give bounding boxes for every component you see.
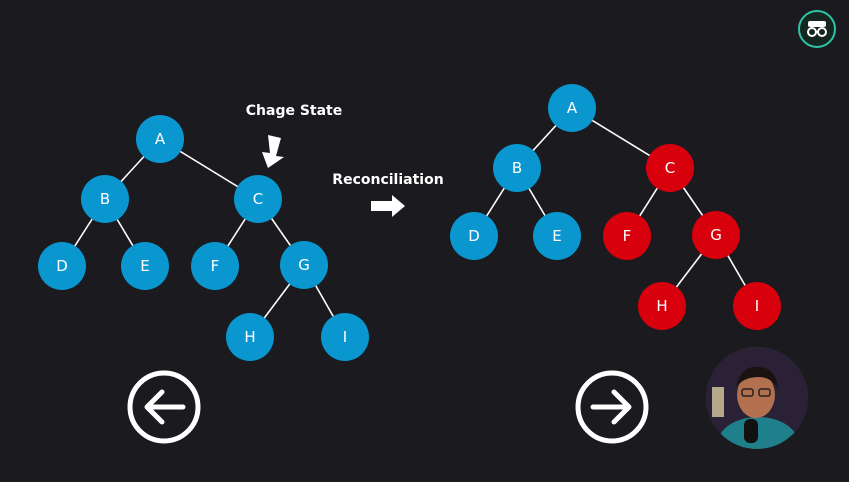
node-label: B <box>512 159 522 177</box>
node-before-I: I <box>321 313 369 361</box>
node-before-E: E <box>121 242 169 290</box>
tree-nodes: A B C D E F G H I A B C D E F G H I <box>38 84 781 361</box>
node-circle <box>234 175 282 223</box>
node-circle <box>321 313 369 361</box>
node-after-A: A <box>548 84 596 132</box>
node-after-I: I <box>733 282 781 330</box>
node-label: G <box>298 256 310 274</box>
node-circle <box>646 144 694 192</box>
node-circle <box>191 242 239 290</box>
node-label: H <box>244 328 255 346</box>
node-before-B: B <box>81 175 129 223</box>
node-circle <box>226 313 274 361</box>
node-circle <box>533 212 581 260</box>
node-label: A <box>567 99 578 117</box>
node-label: I <box>343 328 347 346</box>
node-circle <box>548 84 596 132</box>
node-after-H: H <box>638 282 686 330</box>
node-before-D: D <box>38 242 86 290</box>
node-circle <box>692 211 740 259</box>
node-circle <box>603 212 651 260</box>
node-label: C <box>665 159 675 177</box>
node-label: F <box>211 257 220 275</box>
node-label: G <box>710 226 722 244</box>
node-circle <box>450 212 498 260</box>
node-circle <box>638 282 686 330</box>
node-circle <box>121 242 169 290</box>
node-circle <box>280 241 328 289</box>
node-before-H: H <box>226 313 274 361</box>
node-label: H <box>656 297 667 315</box>
node-after-C: C <box>646 144 694 192</box>
node-after-F: F <box>603 212 651 260</box>
node-circle <box>38 242 86 290</box>
arrow-down-icon <box>262 135 284 168</box>
node-circle <box>733 282 781 330</box>
node-label: E <box>552 227 561 245</box>
next-button[interactable] <box>575 370 649 444</box>
arrow-right-icon <box>590 389 632 425</box>
node-before-G: G <box>280 241 328 289</box>
presenter-webcam <box>706 347 808 449</box>
arrow-left-icon <box>144 389 186 425</box>
node-after-G: G <box>692 211 740 259</box>
node-label: E <box>140 257 149 275</box>
node-label: C <box>253 190 263 208</box>
node-after-D: D <box>450 212 498 260</box>
node-label: D <box>468 227 480 245</box>
node-label: B <box>100 190 110 208</box>
node-label: F <box>623 227 632 245</box>
previous-button[interactable] <box>127 370 201 444</box>
node-label: I <box>755 297 759 315</box>
node-before-F: F <box>191 242 239 290</box>
node-after-B: B <box>493 144 541 192</box>
node-before-C: C <box>234 175 282 223</box>
node-circle <box>81 175 129 223</box>
node-circle <box>493 144 541 192</box>
node-label: D <box>56 257 68 275</box>
reconciliation-label: Reconciliation <box>332 172 443 188</box>
node-label: A <box>155 130 166 148</box>
arrow-right-icon <box>371 195 405 217</box>
change-state-label: Chage State <box>246 103 343 119</box>
node-before-A: A <box>136 115 184 163</box>
node-circle <box>136 115 184 163</box>
node-after-E: E <box>533 212 581 260</box>
glasses-logo-icon <box>798 10 836 48</box>
